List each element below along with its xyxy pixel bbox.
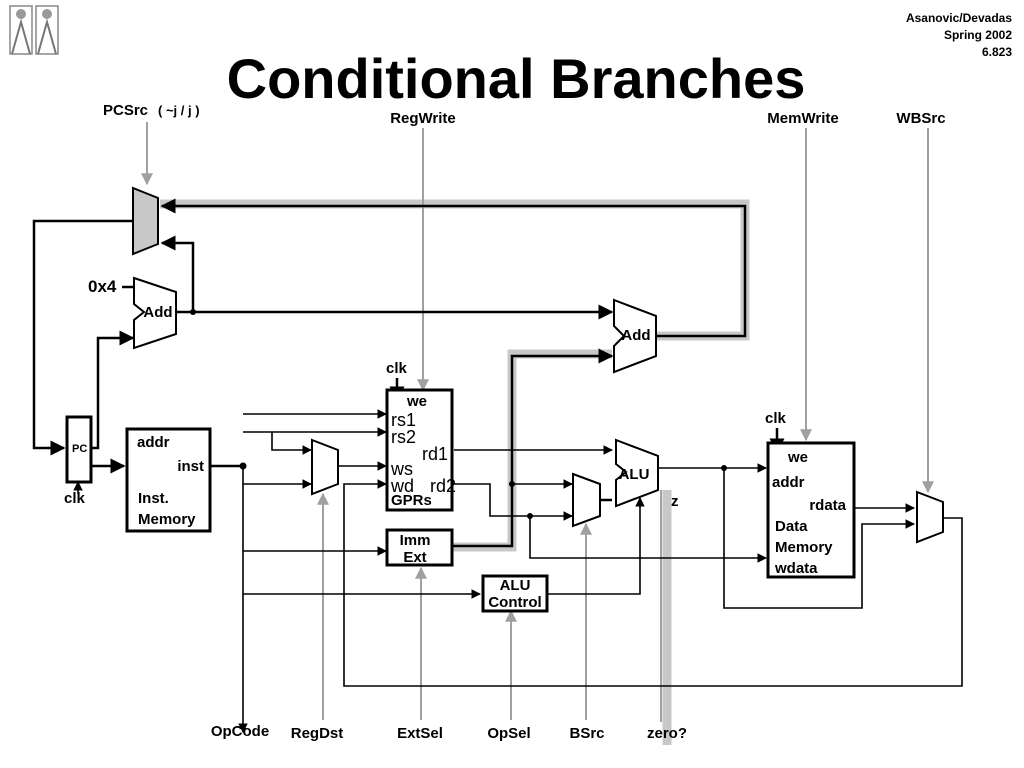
pc-adder: Add [133,276,177,350]
gpr-rd2-label: rd2 [430,476,456,496]
term-line: Spring 2002 [944,28,1012,42]
pcsrc-label: PCSrc [103,102,148,119]
imem-name-2: Memory [138,511,196,528]
bsrc-mux [572,472,601,528]
imem-addr-label: addr [137,434,170,451]
gpr-we-label: we [406,393,427,410]
datapath-wires [32,198,963,733]
control-lines [141,122,934,722]
dmem-name-2: Memory [775,539,833,556]
gpr-clk-label: clk [386,360,408,377]
memwrite-label: MemWrite [767,110,838,127]
course-line: 6.823 [982,45,1012,59]
imem-name-1: Inst. [138,490,169,507]
dmem-wdata-label: wdata [774,560,818,577]
imm-line-2: Ext [403,549,426,566]
wbsrc-label: WBSrc [896,110,945,127]
regdst-mux [311,438,339,496]
pc-label: PC [72,443,87,455]
gpr-wd-label: wd [390,476,414,496]
imem-inst-label: inst [177,458,204,475]
alu: ALU [615,438,659,508]
author-line: Asanovic/Devadas [906,11,1012,25]
dmem-rdata-label: rdata [809,497,846,514]
alu-control: ALU Control [481,574,549,613]
bsrc-label: BSrc [569,725,604,742]
regdst-label: RegDst [291,725,344,742]
alu-zero-label: z [671,493,679,510]
gpr-rs2-label: rs2 [391,427,416,447]
zero-label: zero? [647,725,687,742]
slide-title: Conditional Branches [227,47,806,110]
pc-clk-label: clk [64,490,86,507]
imm-line-1: Imm [400,532,431,549]
alu-label: ALU [619,466,650,483]
opcode-label: OpCode [211,723,269,740]
branch-adder: Add [613,298,657,374]
pc-adder-label: Add [143,304,172,321]
wbsrc-mux [916,490,944,544]
aluctl-line-2: Control [488,594,541,611]
mit-logo-icon [9,5,59,55]
regwrite-label: RegWrite [390,110,456,127]
aluctl-line-1: ALU [500,577,531,594]
instruction-memory: addr inst Inst. Memory [125,427,212,533]
opsel-label: OpSel [487,725,530,742]
pc-mux [132,186,159,256]
pcsrc-options: ( ~j / j ) [158,103,200,118]
gpr-name-label: GPRs [391,492,432,509]
extsel-label: ExtSel [397,725,443,742]
branch-adder-label: Add [621,327,650,344]
dmem-we-label: we [787,449,808,466]
const-4-label: 0x4 [88,277,117,296]
imm-extender: Imm Ext [385,528,454,567]
gpr-rd1-label: rd1 [422,444,448,464]
gpr-rs1-label: rs1 [391,410,416,430]
pc-register: PC [65,415,93,484]
dmem-name-1: Data [775,518,808,535]
dmem-clk-label: clk [765,410,787,427]
gpr-file: we rs1 rs2 rd1 ws wd rd2 GPRs [385,388,456,512]
gpr-ws-label: ws [390,459,413,479]
data-memory: we addr rdata Data Memory wdata [766,441,856,579]
dmem-addr-label: addr [772,474,805,491]
